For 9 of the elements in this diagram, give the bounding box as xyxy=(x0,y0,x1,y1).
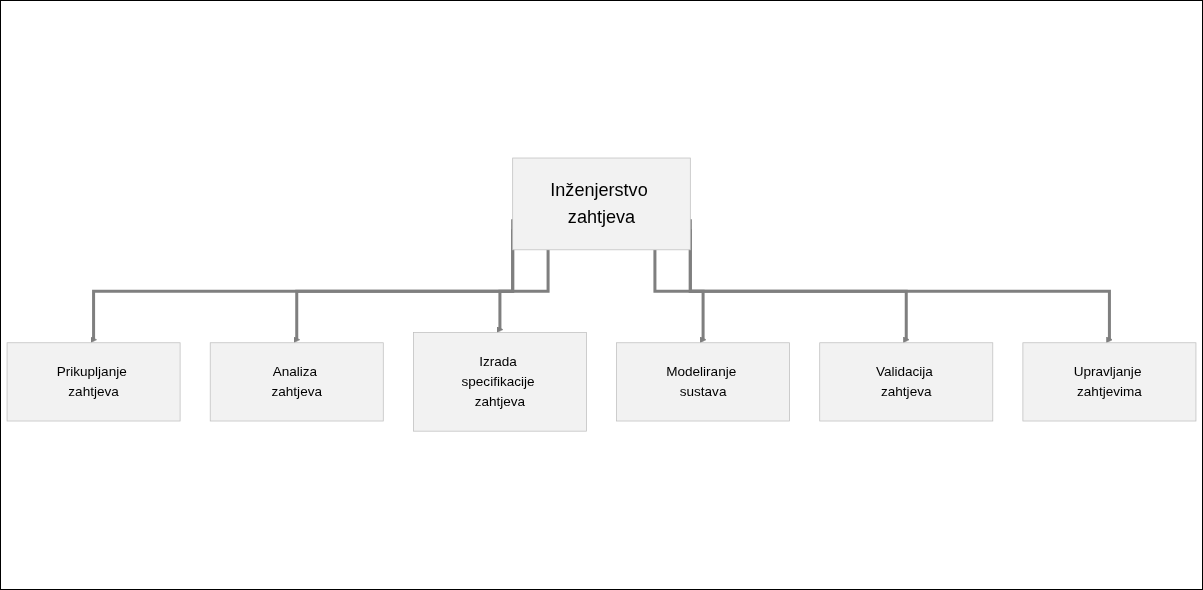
node-box: Modeliranje sustava xyxy=(616,342,790,422)
node-box: Prikupljanje zahtjeva xyxy=(6,342,181,422)
node-box: Inženjerstvo zahtjeva xyxy=(512,158,691,251)
arrow xyxy=(653,250,707,344)
arrow xyxy=(496,250,550,334)
node-box: Upravljanje zahtjevima xyxy=(1022,342,1197,422)
node-box: Analiza zahtjeva xyxy=(209,342,384,422)
node-box: Izrada specifikacije zahtjeva xyxy=(413,332,587,432)
node-box: Validacija zahtjeva xyxy=(819,342,994,422)
